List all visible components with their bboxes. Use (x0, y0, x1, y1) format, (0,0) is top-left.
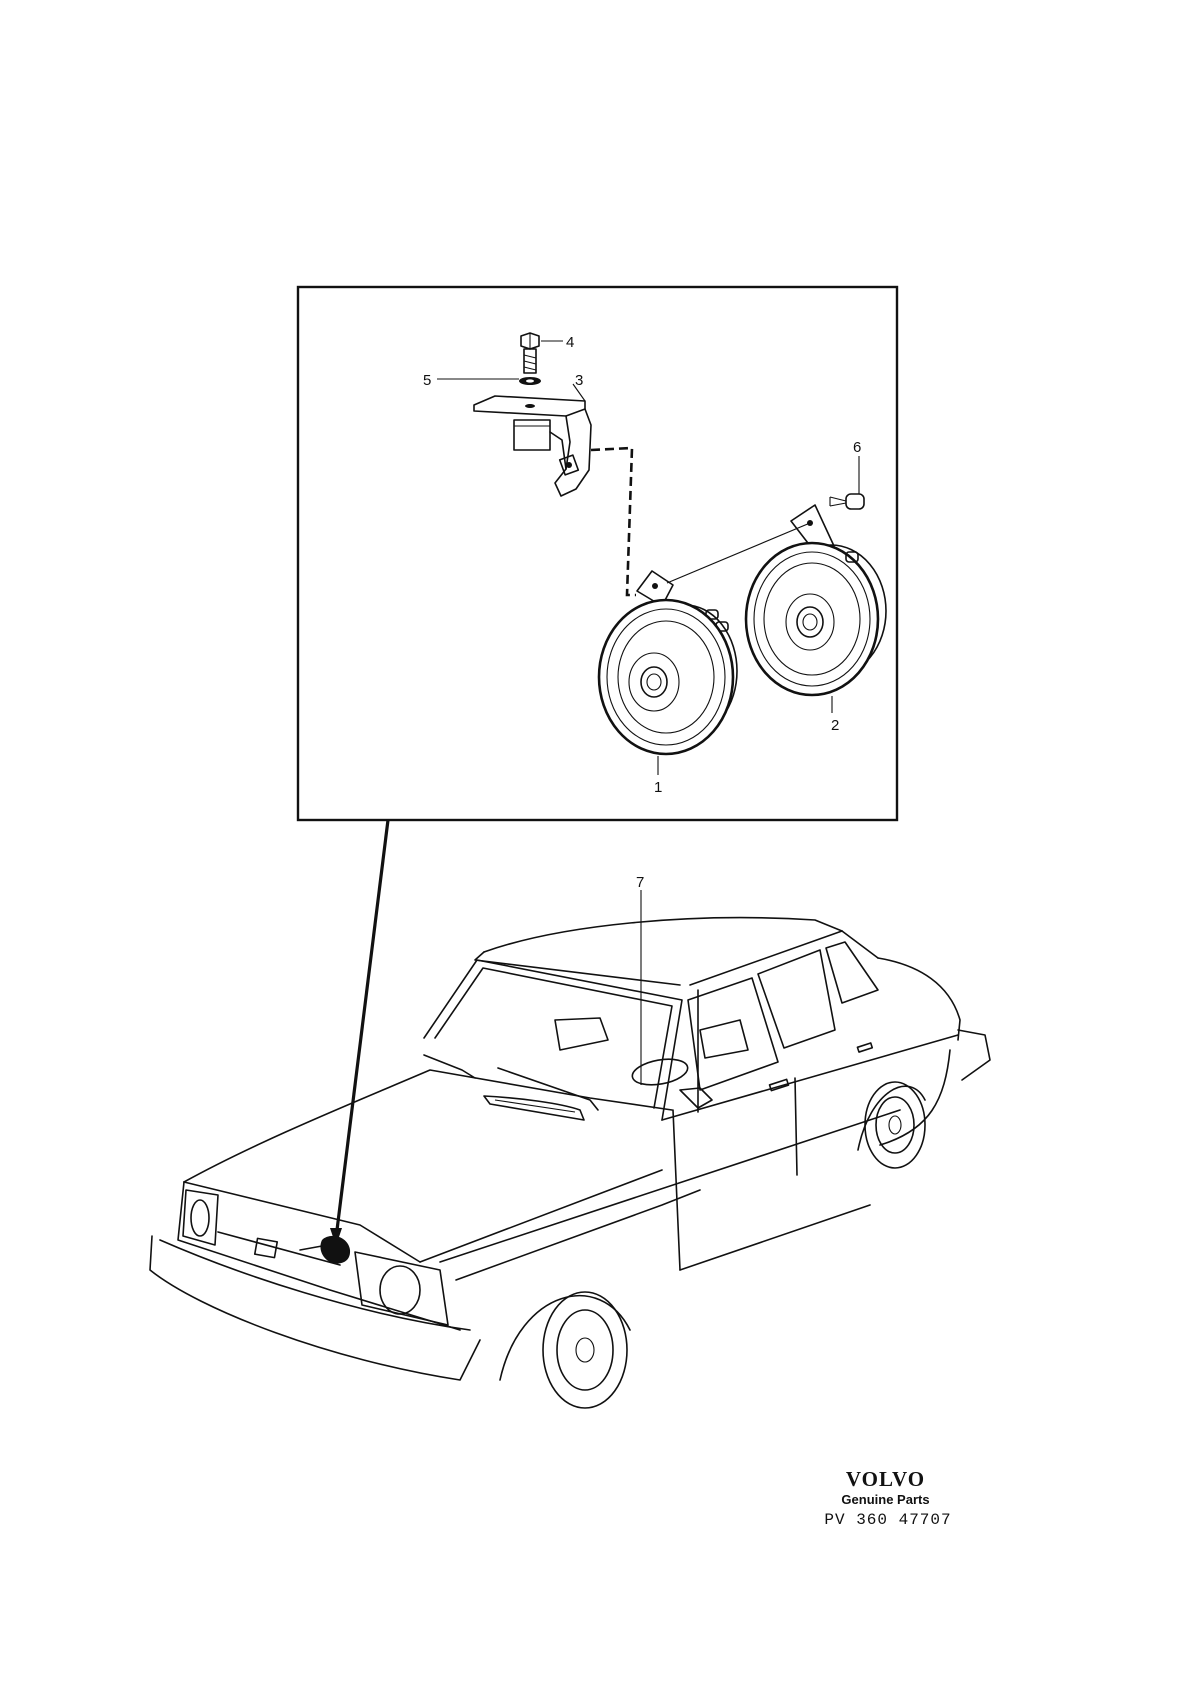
screw-part (829, 493, 865, 510)
detail-leader-line (334, 819, 390, 1239)
callout-6: 6 (853, 439, 861, 456)
callout-2: 2 (831, 717, 839, 734)
illustration-code: PV 360 47707 (824, 1511, 952, 1529)
horn-2 (744, 504, 887, 697)
genuine-parts-label: Genuine Parts (841, 1492, 930, 1507)
callout-4: 4 (566, 334, 574, 351)
alignment-line (666, 522, 811, 584)
callout-1: 1 (654, 779, 662, 796)
detail-frame (296, 285, 899, 822)
callout-5: 5 (423, 372, 431, 389)
volvo-logo-text: VOLVO (845, 1467, 926, 1491)
dashed-connector (590, 446, 636, 597)
callout-3: 3 (575, 372, 583, 389)
callout-7: 7 (636, 874, 644, 891)
washer-part (519, 377, 541, 385)
bolt-part (520, 332, 540, 374)
car-illustration (149, 916, 991, 1409)
bracket-part (473, 395, 592, 497)
horn-1 (597, 570, 738, 756)
